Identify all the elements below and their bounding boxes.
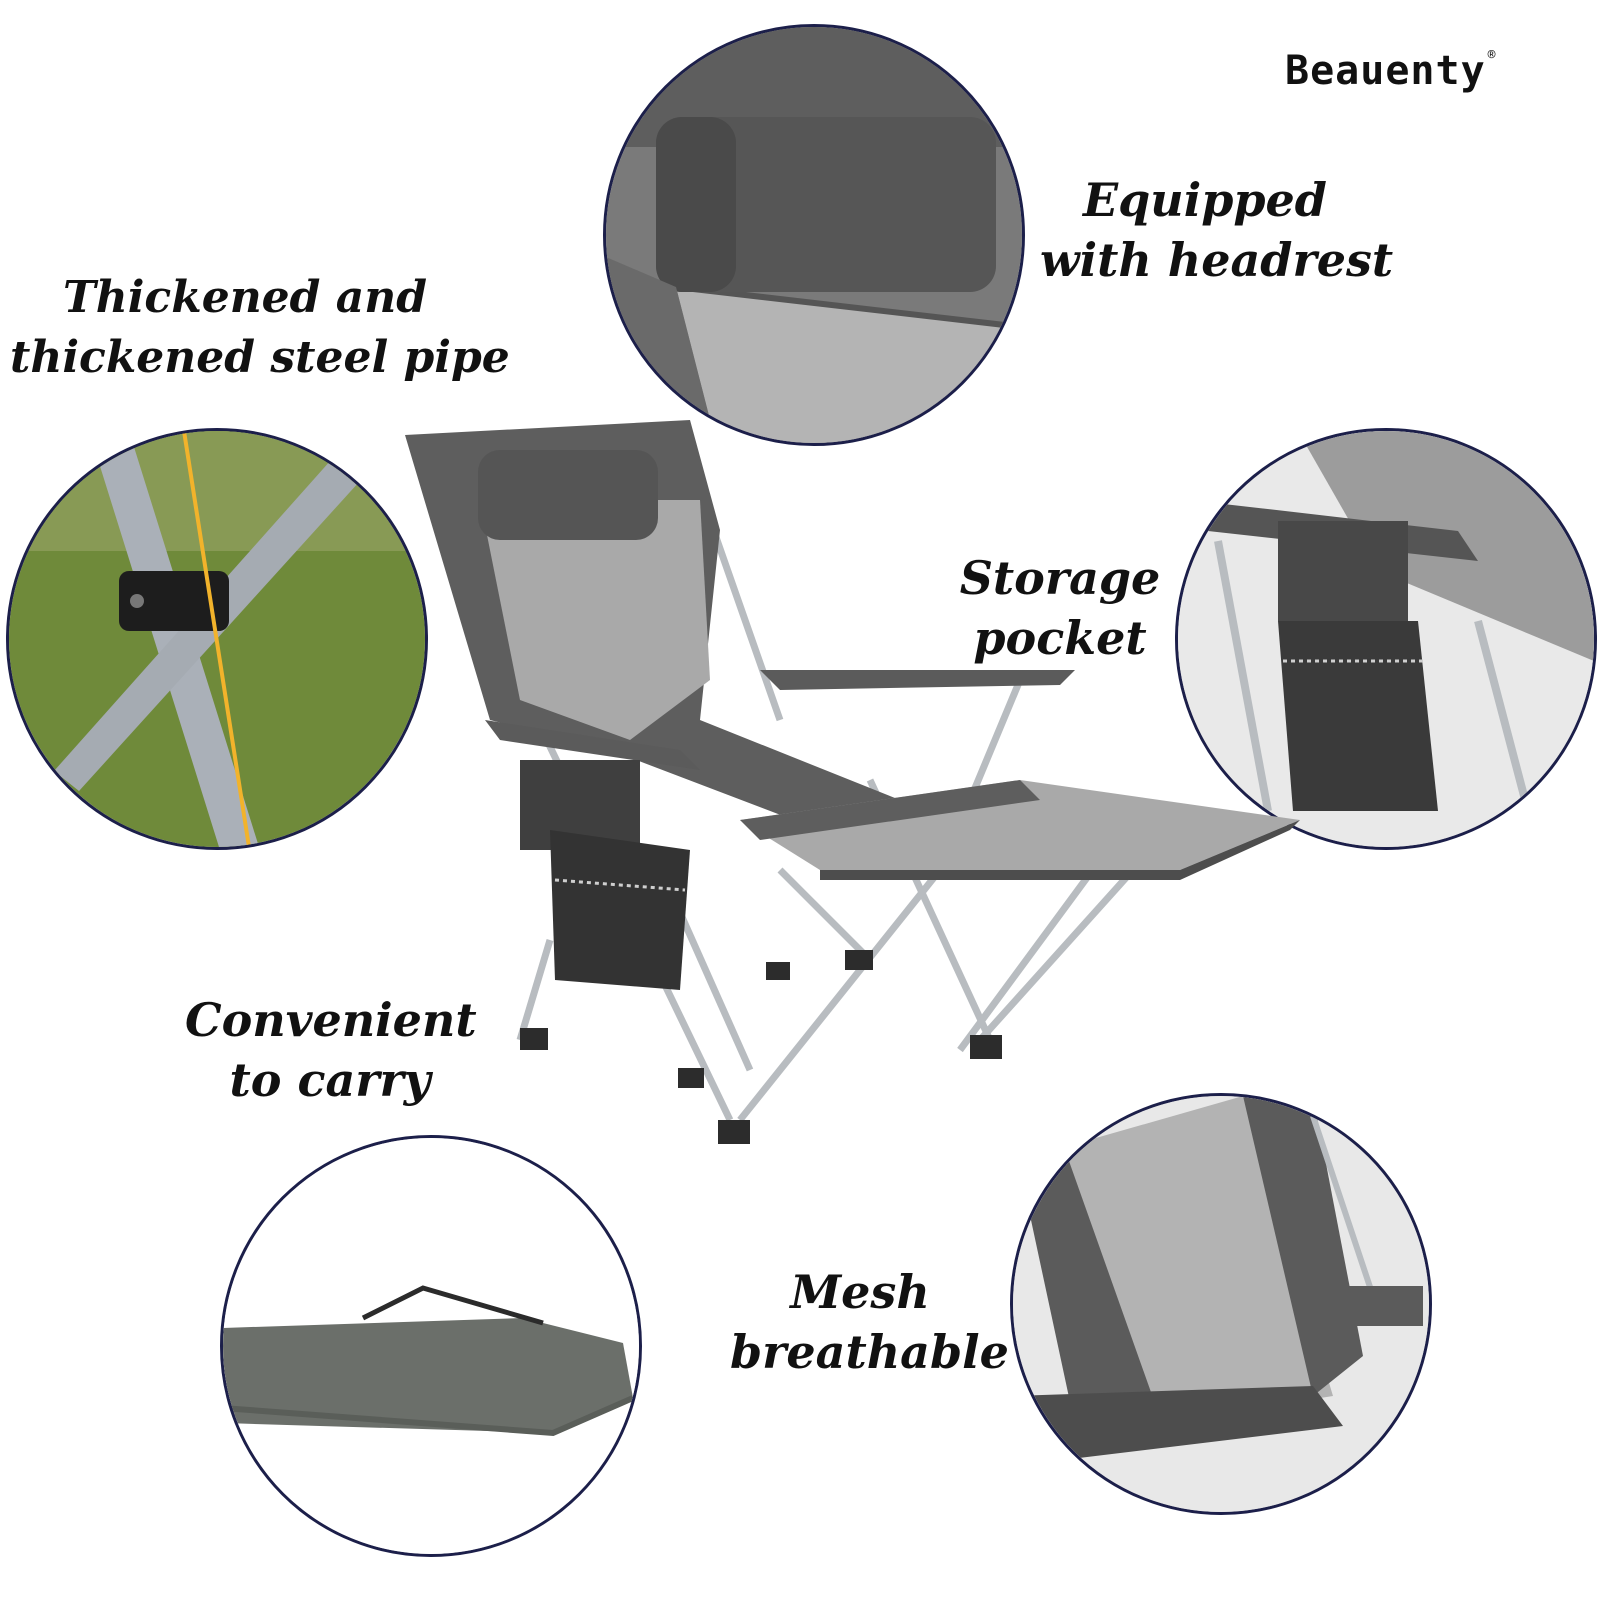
- mesh-detail-image: [1010, 1093, 1432, 1515]
- headrest-label: Equipped with headrest: [1040, 173, 1394, 287]
- storage-pocket-label: Storage pocket: [959, 551, 1161, 665]
- recliner-chair-image: [400, 420, 1340, 1190]
- registered-mark: ®: [1487, 48, 1497, 63]
- steel-pipe-detail-image: [6, 428, 428, 850]
- brand-name: Beauenty: [1285, 48, 1486, 94]
- mesh-breathable-label: Mesh breathable: [730, 1265, 1009, 1379]
- steel-pipe-label: Thickened and thickened steel pipe: [10, 272, 510, 383]
- brand-logo: Beauenty®: [1285, 48, 1496, 94]
- carry-bag-detail-image: [220, 1135, 642, 1557]
- convenient-carry-label: Convenient to carry: [185, 993, 477, 1107]
- headrest-detail-image: [603, 24, 1025, 446]
- storage-pocket-detail-image: [1175, 428, 1597, 850]
